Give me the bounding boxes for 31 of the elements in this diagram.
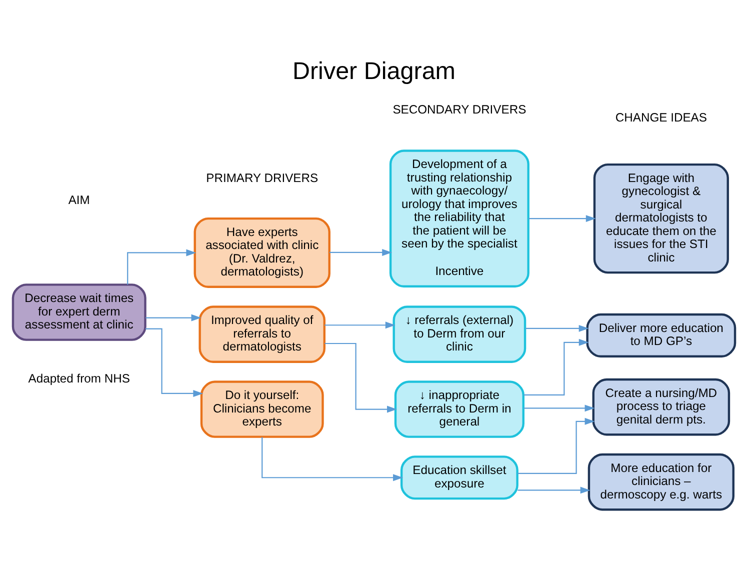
node-box: ↓ inappropriate referrals to Derm in general [394,380,524,438]
node-box: Education skillset exposure [400,456,518,500]
node-box: Do it yourself: Clinicians become experts [200,380,324,438]
node-box: Decrease wait times for expert derm assessment at clinic [12,284,146,341]
arrow [127,249,196,285]
label: SECONDARY DRIVERS [392,102,526,117]
node-box: Deliver more education to MD GP’s [586,313,736,358]
node-box: More education for clinicians – dermoscopy e.g. warts [588,453,734,511]
arrow [518,418,595,474]
arrow [524,338,589,396]
node-box: Create a nursing/MD process to triage genital derm pts. [592,378,730,436]
arrow [146,314,202,322]
node-box: Have experts associated with clinic (Dr. Valdrez, dermatologists) [194,217,330,288]
arrow [518,486,590,494]
arrow [528,215,596,222]
arrow [324,342,397,413]
diagram-title: Driver Diagram [292,58,456,86]
label: CHANGE IDEAS [615,110,707,124]
arrow [145,328,204,397]
node-box: Development of a trusting relationship with gynaecology/ urology that improves the reliability that the patient will be seen by the specialist Incentive [389,150,530,288]
arrow [524,404,595,412]
label: AIM [68,193,90,208]
label: Adapted from NHS [28,372,130,386]
arrow [525,324,589,332]
node-box: Engage with gynecologist & surgical dermatologists to educate them on the issues for the STI clinic [593,163,729,274]
arrow [324,322,396,329]
arrow [262,437,403,482]
arrow [329,248,392,256]
node-box: ↓ referrals (external) to Derm from our clinic [392,306,526,363]
label: PRIMARY DRIVERS [206,170,318,185]
node-box: Improved quality of referrals to dermatologists [198,306,326,363]
